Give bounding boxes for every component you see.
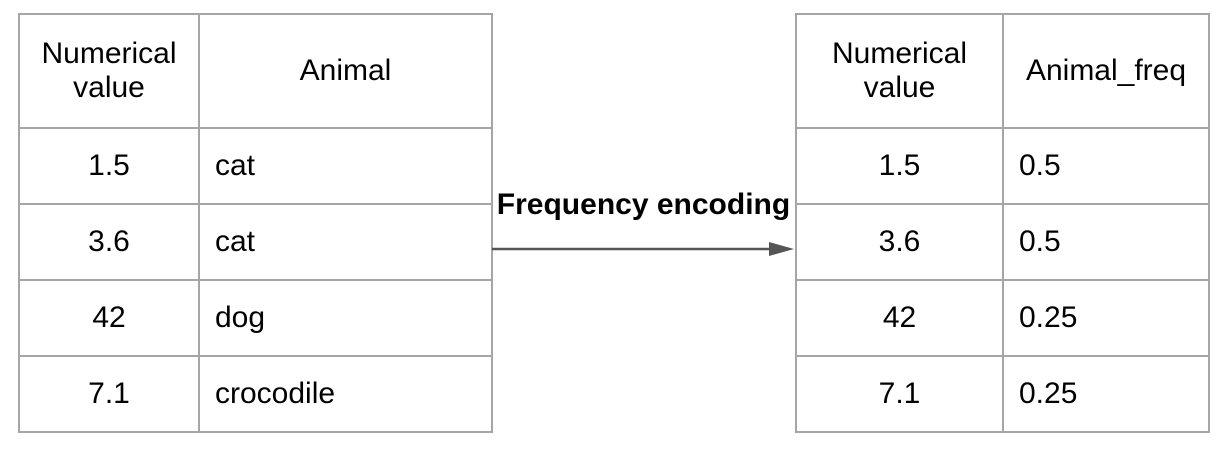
table-row: 3.6 cat [18,203,493,281]
numerical-value-cell: 7.1 [795,355,1004,433]
table-row: 42 dog [18,279,493,357]
output-header-numerical-value: Numerical value [795,13,1004,129]
right-arrow-icon [492,242,794,256]
animal-cell: cat [198,203,493,281]
table-row: 7.1 crocodile [18,355,493,433]
numerical-value-cell: 3.6 [18,203,200,281]
animal-cell: crocodile [198,355,493,433]
table-row: 1.5 cat [18,127,493,205]
output-table-header-row: Numerical value Animal_freq [795,13,1210,129]
table-row: 42 0.25 [795,279,1210,357]
animal-cell: dog [198,279,493,357]
input-header-numerical-value: Numerical value [18,13,200,129]
table-row: 7.1 0.25 [795,355,1210,433]
table-row: 1.5 0.5 [795,127,1210,205]
animal-freq-cell: 0.5 [1002,127,1210,205]
animal-freq-cell: 0.25 [1002,355,1210,433]
arrow-label: Frequency encoding [496,188,791,221]
input-header-animal: Animal [198,13,493,129]
animal-freq-cell: 0.5 [1002,203,1210,281]
numerical-value-cell: 42 [18,279,200,357]
animal-cell: cat [198,127,493,205]
output-header-animal-freq: Animal_freq [1002,13,1210,129]
numerical-value-cell: 42 [795,279,1004,357]
table-row: 3.6 0.5 [795,203,1210,281]
input-table-header-row: Numerical value Animal [18,13,493,129]
output-table: Numerical value Animal_freq 1.5 0.5 3.6 … [795,13,1210,433]
input-table: Numerical value Animal 1.5 cat 3.6 cat 4… [18,13,493,433]
numerical-value-cell: 7.1 [18,355,200,433]
numerical-value-cell: 3.6 [795,203,1004,281]
animal-freq-cell: 0.25 [1002,279,1210,357]
numerical-value-cell: 1.5 [795,127,1004,205]
numerical-value-cell: 1.5 [18,127,200,205]
